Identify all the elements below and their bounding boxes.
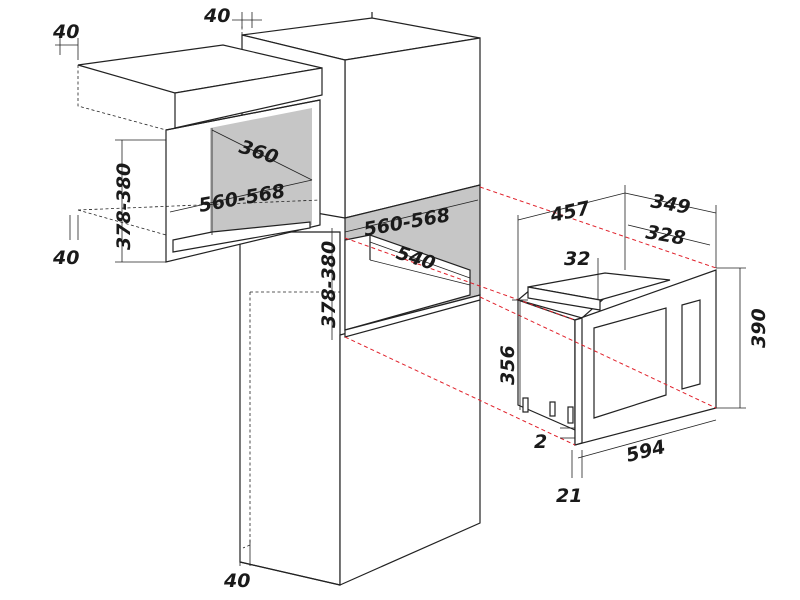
dimension-lines — [55, 12, 746, 566]
label-tall-cab-bottom-gap: 40 — [223, 570, 250, 592]
label-top-cab-bottom-gap: 40 — [52, 247, 79, 269]
label-mw-door-thickness: 21 — [556, 485, 582, 507]
label-mw-total-depth: 457 — [547, 197, 592, 227]
label-tall-cab-height: 378-380 — [318, 241, 340, 328]
label-top-cab-height: 378-380 — [113, 163, 135, 250]
tall-cabinet-base — [239, 231, 481, 586]
label-mw-body-height: 356 — [497, 345, 519, 385]
label-mw-front-width: 594 — [624, 436, 668, 467]
label-mw-front-height: 390 — [748, 308, 770, 348]
label-mw-bottom-gap: 2 — [534, 431, 547, 453]
label-mw-cavity-depth: 328 — [644, 221, 687, 250]
alignment-lines — [344, 186, 717, 446]
label-mw-body-depth: 349 — [649, 190, 692, 219]
microwave — [516, 269, 717, 446]
label-top-cab-side-gap: 40 — [52, 21, 79, 43]
label-tall-cab-top-gap: 40 — [203, 5, 230, 27]
label-mw-top-clearance: 32 — [564, 248, 590, 270]
